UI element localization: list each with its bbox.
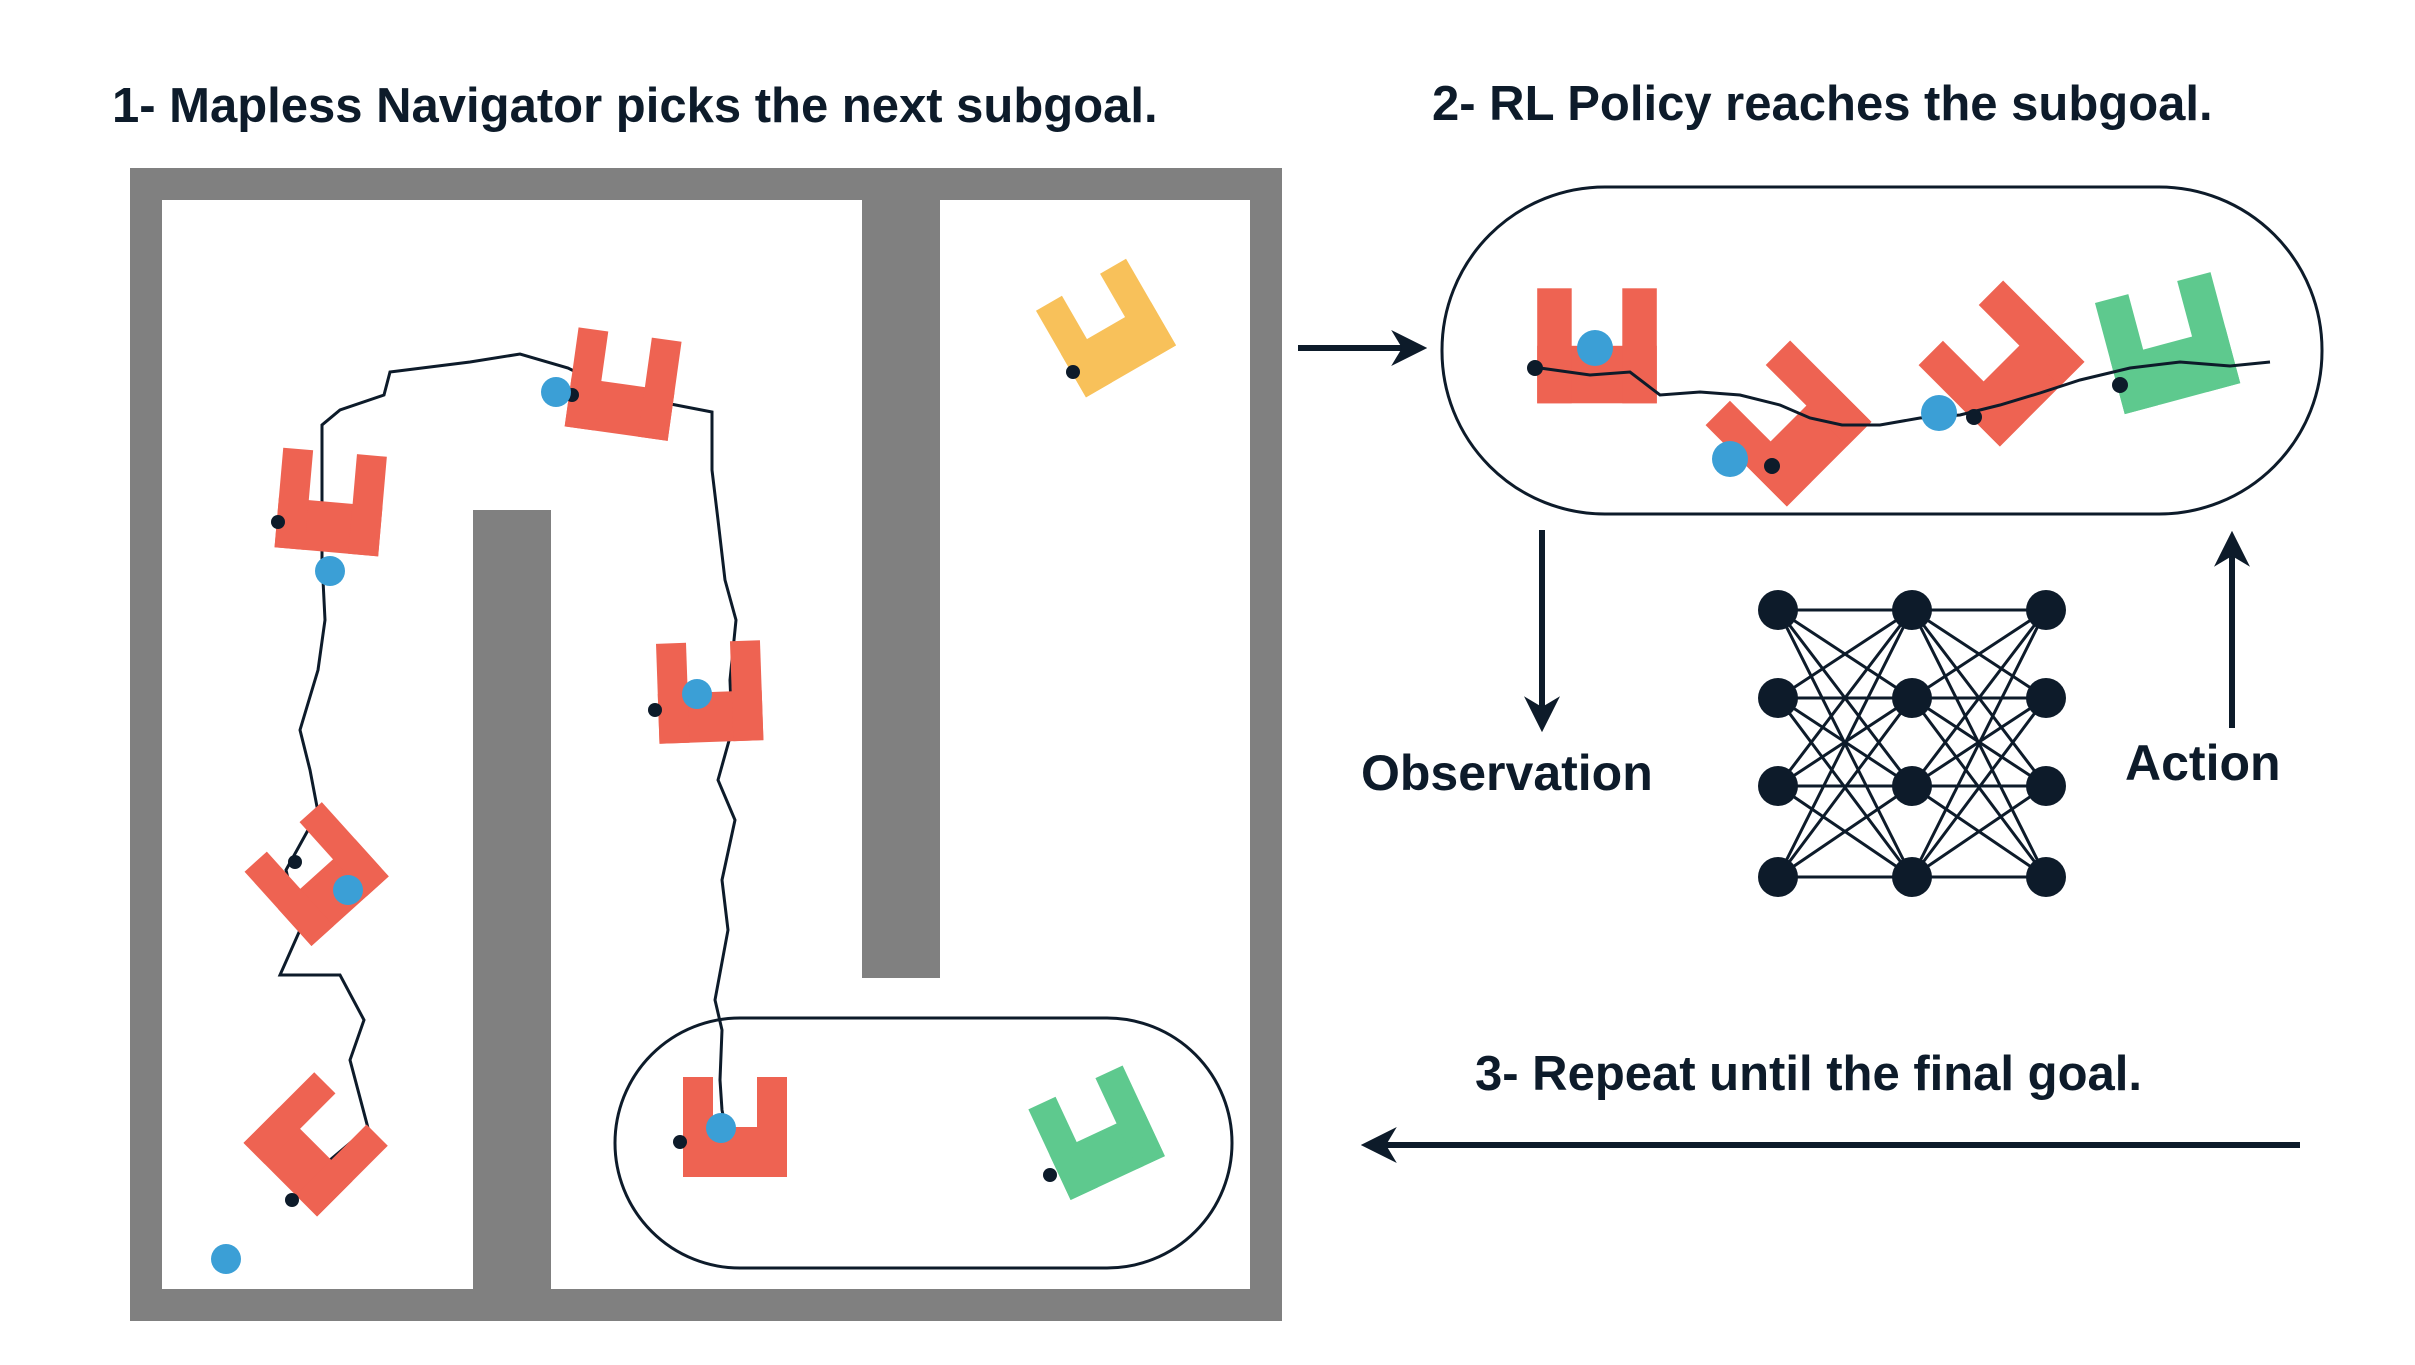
heading-dot xyxy=(1966,409,1982,425)
network-edge xyxy=(1910,609,2048,787)
network-edge xyxy=(1776,697,1914,878)
network-edge xyxy=(1911,608,2047,700)
step-1-title: 1- Mapless Navigator picks the next subg… xyxy=(112,79,1158,133)
network-node xyxy=(1758,857,1798,897)
heading-dot xyxy=(2112,377,2128,393)
maze-wall-bottom xyxy=(130,1289,1282,1321)
heading-dot xyxy=(1066,365,1080,379)
network-node xyxy=(1892,678,1932,718)
heading-dot xyxy=(1527,360,1543,376)
start-robot-icon xyxy=(1035,258,1177,398)
heading-dot xyxy=(285,1193,299,1207)
robot-icon-1 xyxy=(243,1072,388,1217)
policy-subgoal-icon xyxy=(1712,441,1748,477)
subgoal-icon xyxy=(211,1244,241,1274)
network-node xyxy=(2026,678,2066,718)
observation-label: Observation xyxy=(1361,745,1653,801)
policy-subgoal-icon xyxy=(1577,330,1613,366)
subgoal-icon xyxy=(541,377,571,407)
subgoal-icon xyxy=(706,1113,736,1143)
subgoal-icon xyxy=(333,875,363,905)
subgoal-icon xyxy=(315,556,345,586)
maze-wall-top xyxy=(130,168,1282,200)
network-node xyxy=(2026,766,2066,806)
network-node xyxy=(2026,590,2066,630)
heading-dot xyxy=(271,515,285,529)
policy-rollout-capsule xyxy=(1440,185,2324,516)
maze xyxy=(130,168,1282,1321)
policy-goal-icon xyxy=(2094,272,2241,415)
network-edge xyxy=(1911,784,2047,879)
robot-icon-2 xyxy=(244,802,389,947)
network-node xyxy=(1892,766,1932,806)
policy-subgoal-icon xyxy=(1921,395,1957,431)
robot-icon-4 xyxy=(564,327,682,441)
policy-trajectory xyxy=(1539,360,2271,427)
network-node xyxy=(2026,857,2066,897)
network-node xyxy=(1892,590,1932,630)
robot-icon-3 xyxy=(274,447,387,557)
heading-dot xyxy=(1043,1168,1057,1182)
network-node xyxy=(1892,857,1932,897)
final-segment-highlight xyxy=(613,1016,1234,1270)
heading-dot xyxy=(1764,458,1780,474)
network-edge xyxy=(1910,697,2048,878)
maze-wall-right xyxy=(1250,168,1282,1321)
network-edge xyxy=(1776,609,1914,878)
network-node xyxy=(1758,678,1798,718)
network-edge xyxy=(1777,608,1913,700)
step-3-title: 3- Repeat until the final goal. xyxy=(1475,1047,2143,1101)
heading-dot xyxy=(673,1135,687,1149)
maze-wall-left xyxy=(130,168,162,1321)
network-edge xyxy=(1776,609,1914,787)
heading-dot xyxy=(648,703,662,717)
maze-wall-inner-upper xyxy=(862,200,940,978)
policy-robot-icon-2 xyxy=(1705,340,1872,507)
step-2-title: 2- RL Policy reaches the subgoal. xyxy=(1432,77,2213,131)
network-edge xyxy=(1777,784,1913,879)
heading-dot xyxy=(288,855,302,869)
action-label: Action xyxy=(2125,735,2281,791)
subgoal-icon xyxy=(682,679,712,709)
maze-wall-inner-lower xyxy=(473,510,551,1289)
network-node xyxy=(1758,766,1798,806)
network-node xyxy=(1758,590,1798,630)
network-edge xyxy=(1910,609,2048,878)
neural-network-icon xyxy=(1758,590,2066,897)
